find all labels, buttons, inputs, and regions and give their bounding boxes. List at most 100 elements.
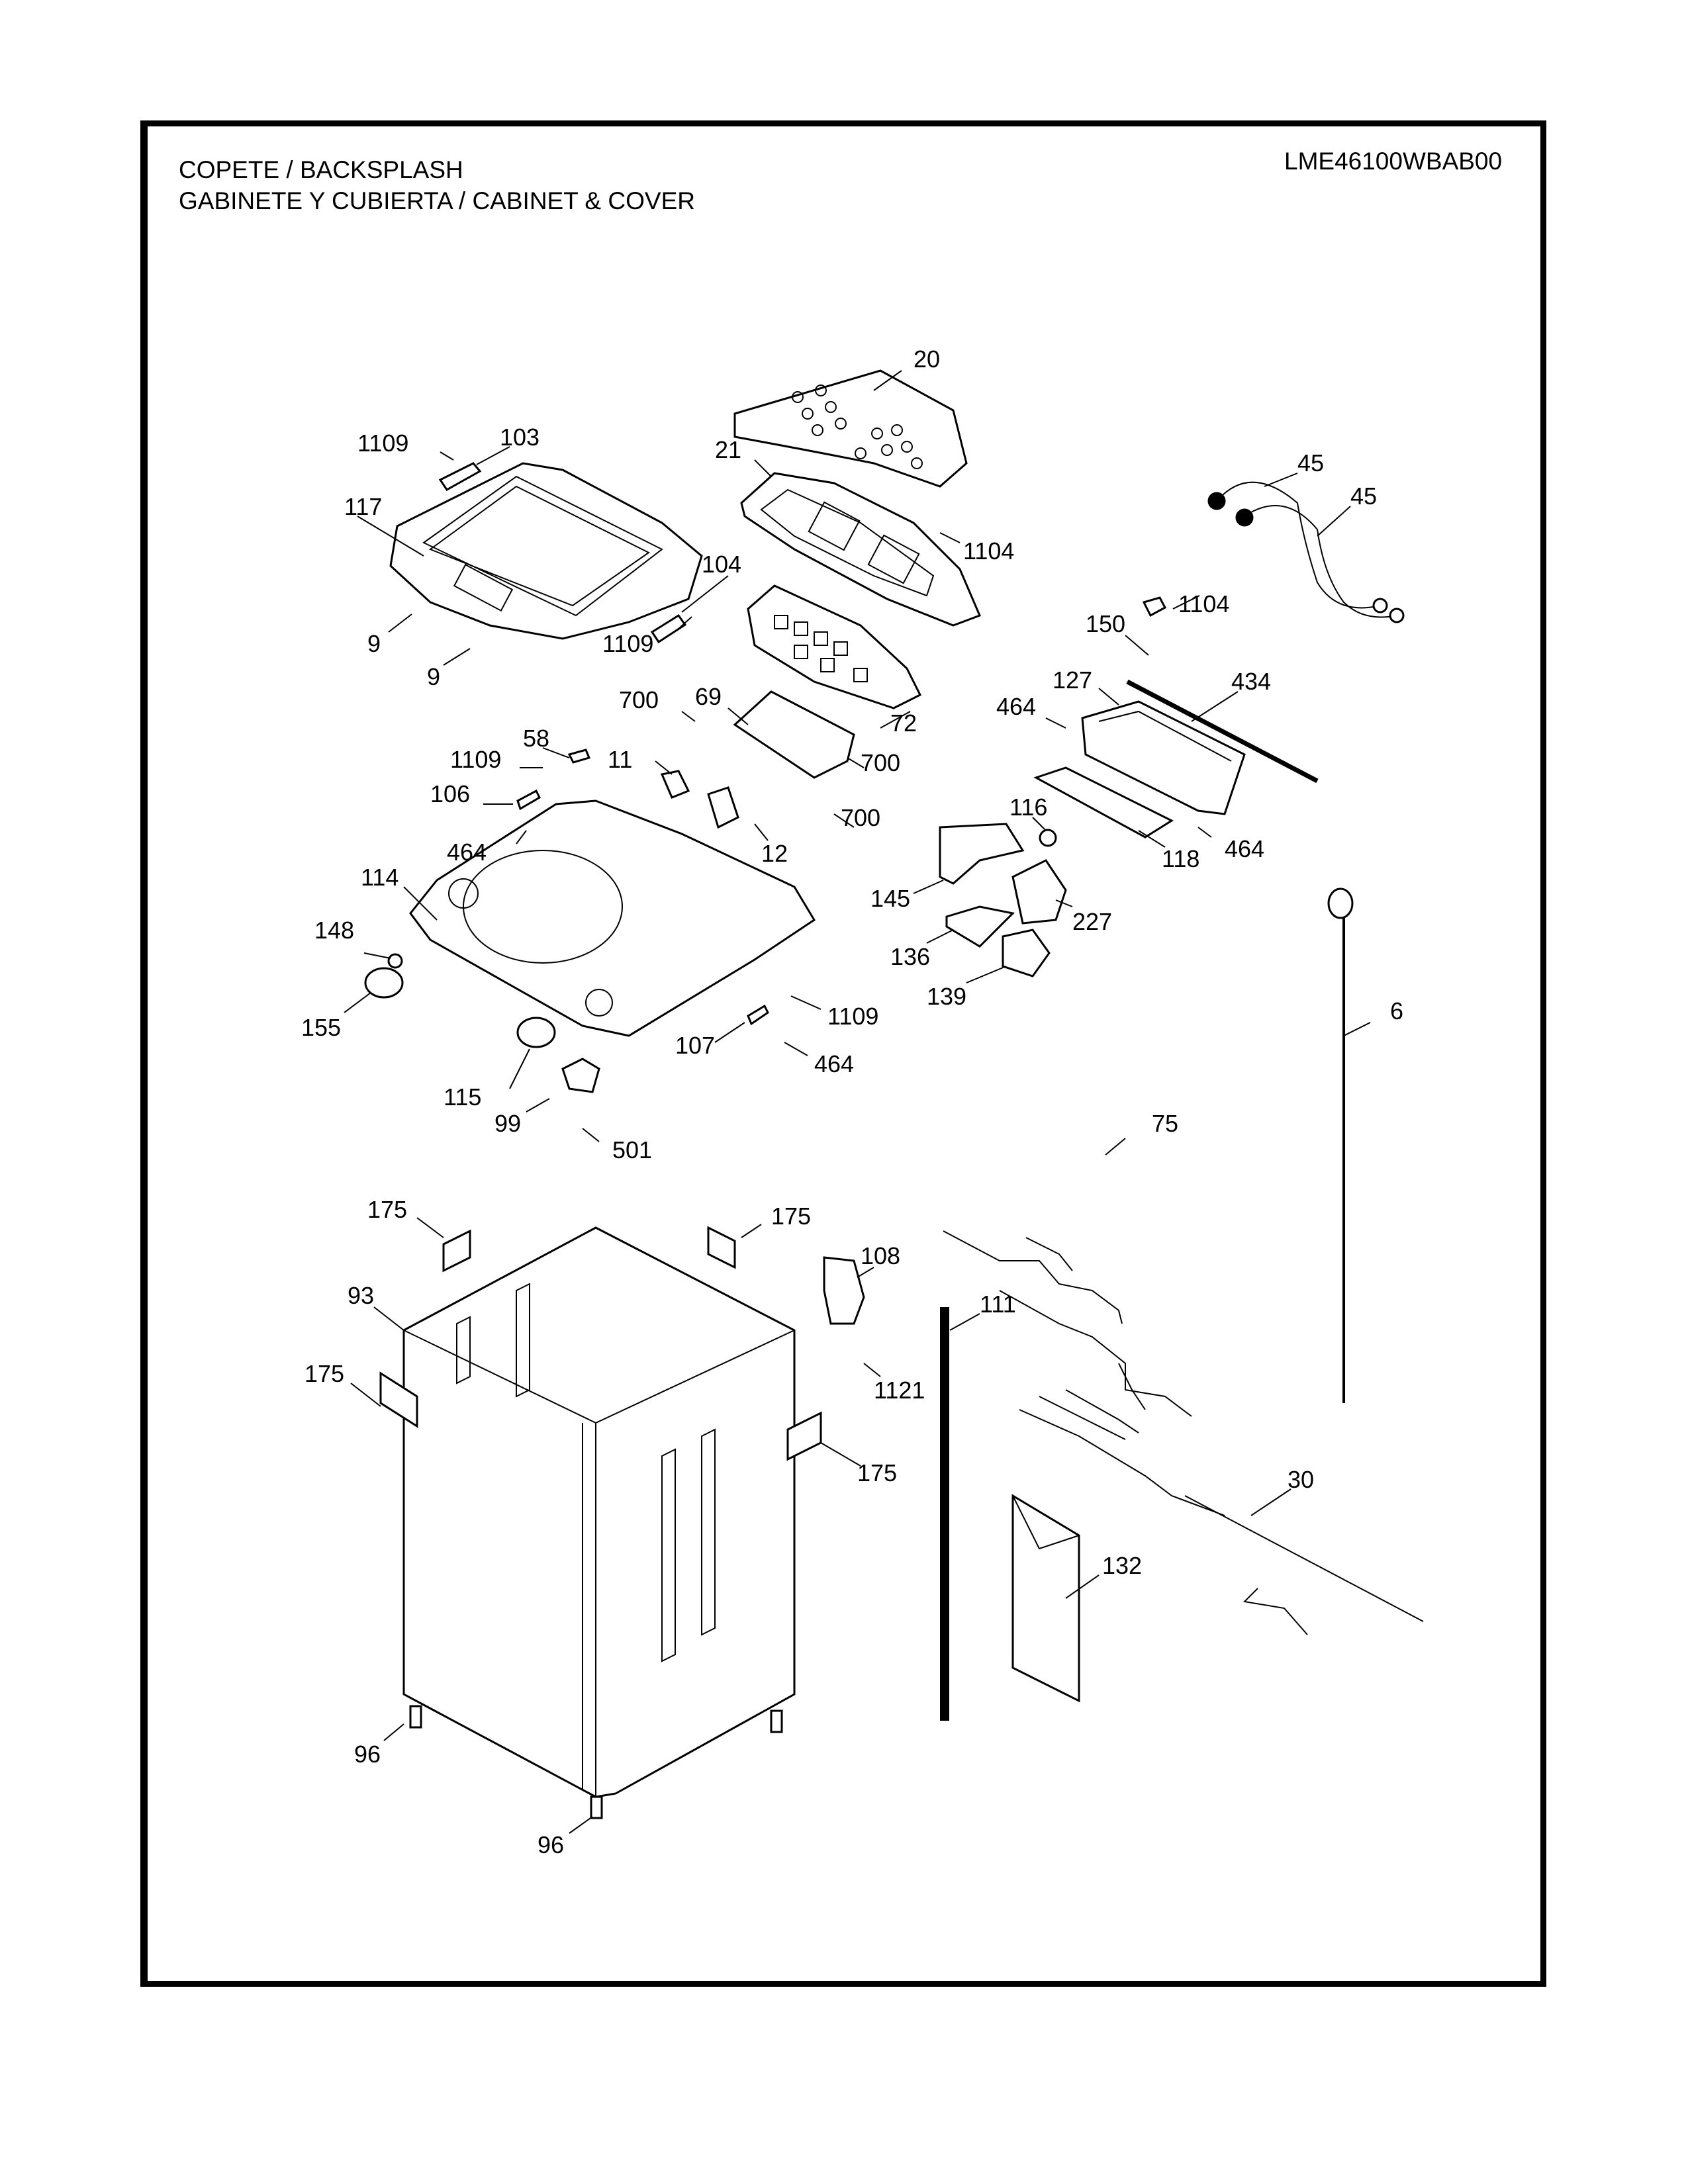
leveling-leg-96-c-part bbox=[590, 1796, 603, 1819]
part-label-132: 132 bbox=[1102, 1552, 1142, 1579]
top-cover-part bbox=[409, 799, 816, 1037]
part-label-1109: 1109 bbox=[602, 630, 653, 657]
model-number: LME46100WBAB00 bbox=[1284, 148, 1503, 175]
leveling-leg-96-a-part bbox=[409, 1705, 422, 1729]
wire-harness-75-part bbox=[943, 1230, 1192, 1417]
part-label-111: 111 bbox=[980, 1291, 1016, 1318]
part-label-464: 464 bbox=[814, 1050, 854, 1077]
part-label-9: 9 bbox=[367, 630, 381, 657]
part-label-175: 175 bbox=[367, 1196, 407, 1223]
title-cabinet-cover: GABINETE Y CUBIERTA / CABINET & COVER bbox=[179, 187, 695, 214]
part-label-700: 700 bbox=[619, 686, 659, 713]
part-label-1109: 1109 bbox=[827, 1003, 878, 1030]
part-label-69: 69 bbox=[695, 683, 722, 710]
pump-housing-108-part bbox=[823, 1256, 865, 1325]
part-label-434: 434 bbox=[1231, 668, 1271, 695]
cup-115-part bbox=[516, 1017, 556, 1048]
inlet-hoses-part bbox=[1207, 481, 1405, 623]
hinge-103-part bbox=[438, 462, 482, 491]
part-label-1109: 1109 bbox=[450, 746, 501, 773]
cabinet-part bbox=[402, 1226, 796, 1798]
control-console-part bbox=[740, 472, 981, 627]
part-label-21: 21 bbox=[715, 436, 741, 463]
pad-175-b-part bbox=[707, 1226, 736, 1269]
hinge-107-part bbox=[747, 1004, 769, 1026]
part-label-116: 116 bbox=[1009, 794, 1047, 821]
board-cover-part bbox=[733, 690, 855, 779]
part-label-1109: 1109 bbox=[357, 430, 408, 457]
part-label-136: 136 bbox=[890, 943, 930, 970]
drawing-border bbox=[140, 120, 1546, 1987]
part-label-58: 58 bbox=[523, 725, 549, 752]
part-label-99: 99 bbox=[494, 1110, 521, 1137]
bracket-136-part bbox=[945, 905, 1015, 948]
part-label-1104: 1104 bbox=[1178, 590, 1229, 617]
part-label-127: 127 bbox=[1053, 666, 1092, 694]
control-board-part bbox=[747, 584, 922, 709]
part-label-464: 464 bbox=[1225, 835, 1264, 862]
cap-148-part bbox=[387, 953, 403, 969]
part-label-117: 117 bbox=[344, 493, 382, 520]
part-label-464: 464 bbox=[447, 839, 487, 866]
owners-manual-132-part bbox=[1011, 1494, 1080, 1703]
part-label-103: 103 bbox=[500, 424, 539, 451]
part-label-104: 104 bbox=[702, 551, 741, 578]
part-label-175: 175 bbox=[771, 1203, 811, 1230]
part-label-464: 464 bbox=[996, 693, 1036, 720]
part-label-501: 501 bbox=[612, 1136, 652, 1163]
lock-99-part bbox=[561, 1058, 600, 1093]
pad-175-a-part bbox=[442, 1229, 471, 1273]
dispenser-drawer-part bbox=[1033, 766, 1174, 839]
bracket-139-part bbox=[1002, 929, 1051, 978]
switch-58-part bbox=[567, 749, 591, 764]
part-label-1121: 1121 bbox=[874, 1377, 925, 1404]
part-label-12: 12 bbox=[761, 840, 788, 867]
pad-175-c-part bbox=[379, 1371, 418, 1428]
part-label-11: 11 bbox=[608, 746, 632, 773]
valve-12-part bbox=[707, 786, 739, 829]
dispenser-housing-part bbox=[1081, 700, 1246, 815]
part-label-148: 148 bbox=[314, 917, 354, 944]
lid-assembly-part bbox=[389, 462, 703, 640]
part-label-45: 45 bbox=[1297, 449, 1324, 477]
part-label-106: 106 bbox=[430, 780, 470, 807]
hinge-106-part bbox=[516, 789, 541, 811]
part-label-108: 108 bbox=[861, 1242, 900, 1269]
wire-harness-30-part bbox=[1019, 1389, 1424, 1635]
leveling-leg-96-b-part bbox=[770, 1709, 783, 1733]
part-label-150: 150 bbox=[1086, 610, 1125, 637]
part-label-155: 155 bbox=[301, 1014, 341, 1041]
part-label-96: 96 bbox=[354, 1741, 381, 1768]
part-label-115: 115 bbox=[444, 1083, 481, 1111]
part-label-20: 20 bbox=[914, 345, 940, 373]
valve-11-part bbox=[660, 770, 690, 799]
part-label-30: 30 bbox=[1288, 1466, 1314, 1493]
part-label-145: 145 bbox=[870, 885, 910, 912]
part-label-139: 139 bbox=[927, 983, 966, 1010]
part-label-175: 175 bbox=[305, 1360, 344, 1387]
power-cord-part bbox=[1327, 887, 1354, 1403]
cup-155-part bbox=[364, 967, 404, 999]
part-label-75: 75 bbox=[1152, 1110, 1178, 1137]
part-label-700: 700 bbox=[841, 804, 880, 831]
hinge-104-part bbox=[650, 614, 687, 644]
control-panel-overlay-part bbox=[733, 369, 968, 488]
part-label-1104: 1104 bbox=[963, 537, 1014, 565]
part-label-107: 107 bbox=[675, 1032, 715, 1059]
part-label-175: 175 bbox=[857, 1459, 897, 1486]
lid-switch-150-part bbox=[1142, 596, 1167, 617]
bleach-cup-227-part bbox=[1011, 859, 1067, 925]
part-label-700: 700 bbox=[861, 749, 900, 776]
title-backsplash: COPETE / BACKSPLASH bbox=[179, 156, 463, 183]
part-label-227: 227 bbox=[1072, 908, 1112, 935]
part-labels: 20 1109 103 21 45 45 117 1104 104 9 1109… bbox=[301, 345, 1403, 1858]
part-label-9: 9 bbox=[427, 663, 440, 690]
part-label-93: 93 bbox=[348, 1282, 374, 1309]
leader-lines bbox=[344, 370, 1371, 1834]
detergent-cup-145-part bbox=[939, 823, 1025, 885]
part-label-72: 72 bbox=[890, 709, 917, 737]
part-label-96: 96 bbox=[538, 1831, 564, 1858]
rod-434-part bbox=[1126, 679, 1319, 784]
cap-116-part bbox=[1039, 829, 1057, 847]
